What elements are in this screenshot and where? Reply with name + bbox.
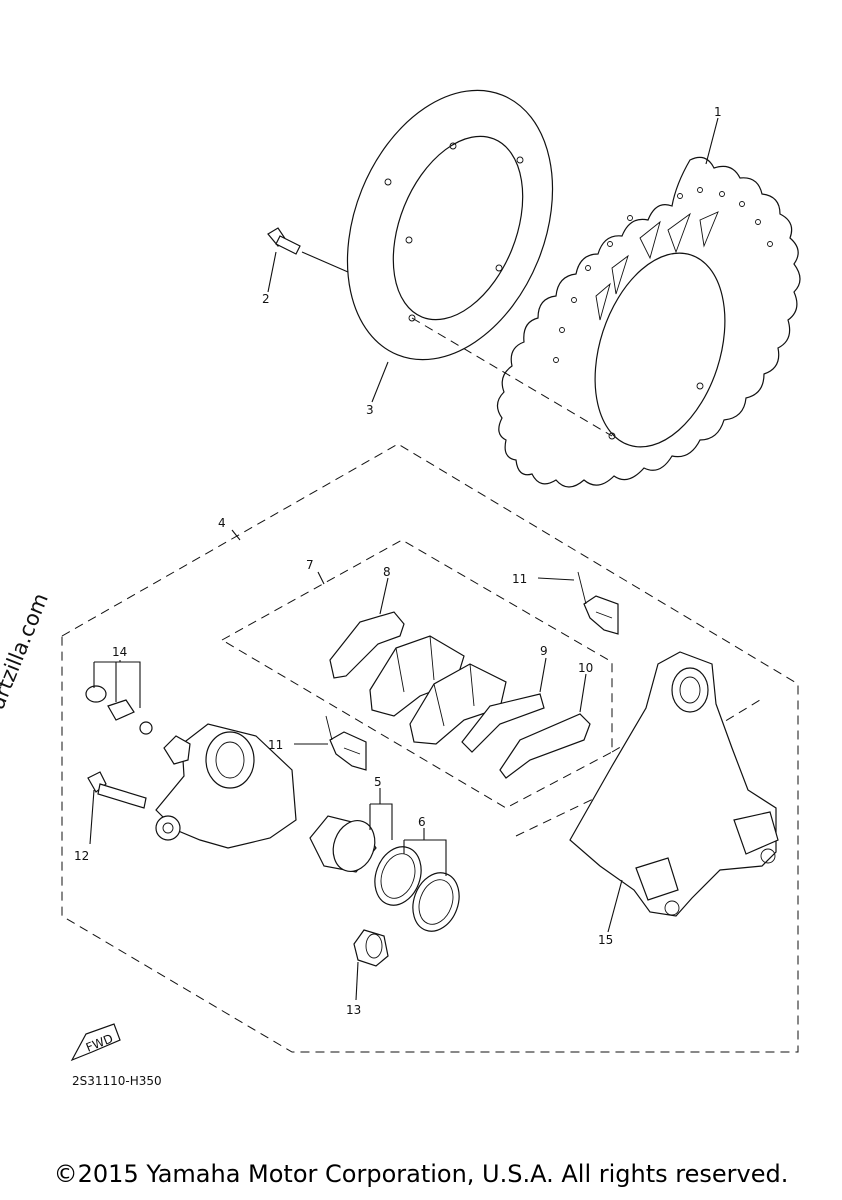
callout-5: 5 — [374, 775, 382, 789]
pad-shim-part-10[interactable] — [499, 713, 591, 779]
callout-8: 8 — [383, 565, 391, 579]
disc-bolt-part[interactable] — [267, 227, 301, 255]
dust-seal-part[interactable] — [405, 866, 467, 937]
pad-shim-part-9[interactable] — [461, 693, 545, 753]
piston-seal-part[interactable] — [367, 840, 429, 911]
callout-1: 1 — [714, 105, 722, 119]
pad-spring-part-upper[interactable] — [577, 571, 619, 635]
bleed-screw-part[interactable] — [85, 685, 153, 735]
callout-15: 15 — [598, 933, 613, 947]
callout-7: 7 — [306, 558, 314, 572]
callout-9: 9 — [540, 644, 548, 658]
caliper-body-part[interactable] — [155, 723, 297, 849]
callout-4: 4 — [218, 516, 226, 530]
pad-shim-part[interactable] — [329, 611, 405, 679]
copyright-notice: ©2015 Yamaha Motor Corporation, U.S.A. A… — [53, 1160, 789, 1188]
disc-ring-part[interactable] — [309, 60, 590, 391]
callout-3: 3 — [366, 403, 374, 417]
caliper-bracket-part[interactable] — [569, 651, 779, 917]
callout-11-upper: 11 — [512, 572, 527, 586]
diagram-code: 2S31110-H350 — [72, 1074, 162, 1088]
callout-12: 12 — [74, 849, 89, 863]
brake-disc-part[interactable] — [496, 156, 801, 488]
caliper-pin-part[interactable] — [87, 771, 147, 809]
callout-13: 13 — [346, 1003, 361, 1017]
fwd-arrow-icon: FWD — [70, 1023, 121, 1062]
pad-spring-part-lower[interactable] — [325, 715, 367, 771]
callout-11-lower: 11 — [268, 738, 283, 752]
grommet-part[interactable] — [353, 929, 389, 967]
callout-2: 2 — [262, 292, 270, 306]
callout-14: 14 — [112, 645, 127, 659]
piston-part[interactable] — [309, 815, 382, 878]
callout-6: 6 — [418, 815, 426, 829]
callout-10: 10 — [578, 661, 593, 675]
